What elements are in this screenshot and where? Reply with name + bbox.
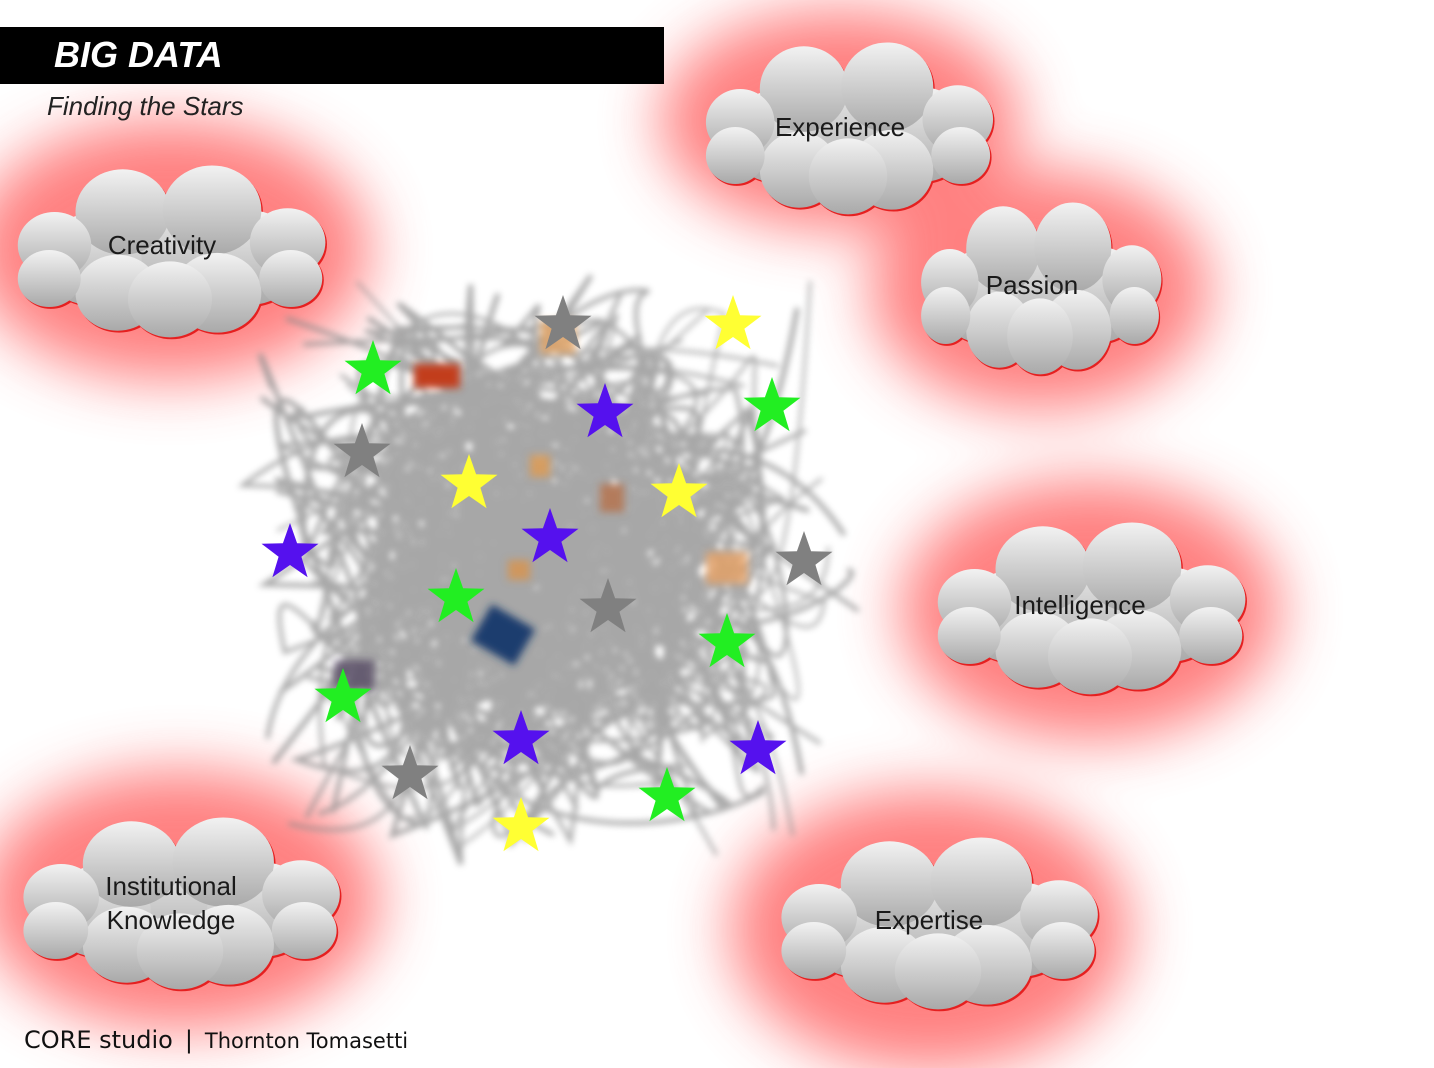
- cloud-label-knowledge: Knowledge: [106, 905, 236, 935]
- star-14: [698, 613, 756, 668]
- star-13: [579, 578, 637, 633]
- star-3: [344, 340, 402, 395]
- footer-studio: CORE studio: [24, 1026, 173, 1054]
- tangle-strand: [382, 406, 807, 777]
- star-10: [261, 523, 319, 578]
- image-fragment: [706, 552, 748, 584]
- tangle-strand: [265, 288, 681, 791]
- star-7: [440, 454, 498, 509]
- slide-subtitle: Finding the Stars: [47, 91, 244, 121]
- cloud-label-institutional: Institutional: [105, 871, 237, 901]
- cloud-label-passion: Passion: [985, 270, 1079, 300]
- star-11: [775, 531, 833, 586]
- image-fragment: [530, 455, 550, 477]
- star-4: [743, 377, 801, 432]
- image-fragment: [508, 560, 530, 580]
- footer-company: Thornton Tomasetti: [204, 1029, 409, 1053]
- star-18: [381, 745, 439, 800]
- tangle-strand: [373, 345, 823, 758]
- tangle-strand: [430, 641, 686, 800]
- star-6: [333, 423, 391, 478]
- star-1: [534, 295, 592, 350]
- cloud-label-intelligence: Intelligence: [1014, 590, 1146, 620]
- stars: [261, 295, 833, 852]
- tangle-strand: [303, 403, 772, 665]
- star-2: [704, 295, 762, 350]
- data-tangle: [237, 274, 860, 866]
- cloud-label-creativity: Creativity: [107, 230, 217, 260]
- star-16: [492, 710, 550, 765]
- footer-separator: |: [184, 1026, 193, 1054]
- image-fragment: [600, 484, 624, 512]
- star-20: [492, 797, 550, 852]
- cloud-label-experience: Experience: [774, 112, 906, 142]
- tangle-strand: [373, 354, 662, 691]
- cloud-label-expertise: Expertise: [874, 905, 984, 935]
- star-12: [427, 568, 485, 623]
- star-15: [314, 668, 372, 723]
- title-bar: BIG DATA: [0, 27, 664, 84]
- star-5: [576, 383, 634, 438]
- image-fragment: [470, 604, 536, 666]
- star-9: [521, 508, 579, 563]
- star-17: [729, 720, 787, 775]
- star-8: [650, 463, 708, 518]
- star-19: [638, 767, 696, 822]
- slide-title: BIG DATA: [54, 34, 223, 75]
- tangle-strand: [317, 304, 726, 812]
- footer: CORE studio | Thornton Tomasetti: [24, 1026, 408, 1054]
- image-fragment: [414, 364, 460, 388]
